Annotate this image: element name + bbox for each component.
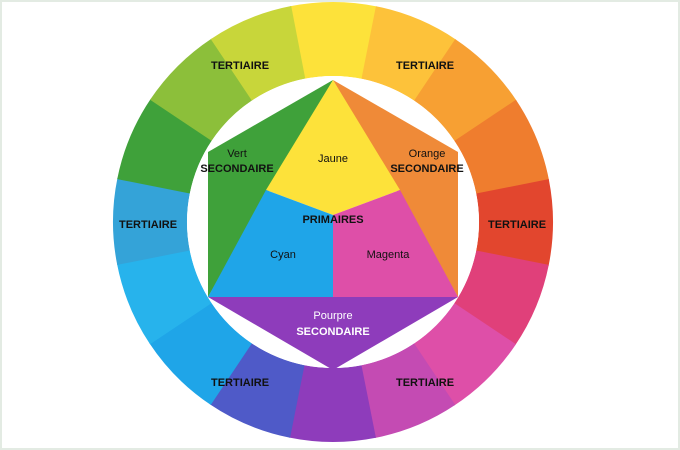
ring-segment-cyan <box>149 302 252 405</box>
tertiaire-label-left: TERTIAIRE <box>119 219 177 231</box>
tertiaire-label-top-left: TERTIAIRE <box>211 60 269 72</box>
primary-jaune-shape <box>266 80 400 215</box>
vert-label: Vert <box>227 148 247 160</box>
ring-segment-vert-clair <box>150 38 253 141</box>
orange-label: Orange <box>409 148 446 160</box>
outer-ring <box>113 2 553 442</box>
orange-secondaire-label: SECONDAIRE <box>390 163 463 175</box>
ring-segment-magenta <box>413 303 516 406</box>
jaune-label: Jaune <box>318 153 348 165</box>
ring-segment-jaune <box>290 2 378 79</box>
vert-secondaire-label: SECONDAIRE <box>200 163 273 175</box>
ring-segment-bleu-vert <box>113 177 190 265</box>
ring-segment-jaune-orange <box>361 6 457 102</box>
ring-segment-rouge <box>476 179 553 267</box>
ring-segment-bleu-pourpre <box>209 342 305 438</box>
magenta-label: Magenta <box>367 249 411 261</box>
tertiaire-label-top-right: TERTIAIRE <box>396 60 454 72</box>
ring-segment-orange <box>414 39 517 142</box>
ring-segment-rouge-magenta <box>453 250 549 346</box>
cyan-label: Cyan <box>270 249 296 261</box>
tertiaire-label-bottom-left: TERTIAIRE <box>211 377 269 389</box>
primary-cyan-shape <box>208 190 333 297</box>
ring-segment-vert-jaune <box>210 6 306 101</box>
ring-segment-pourpre <box>288 365 376 442</box>
ring-segment-orange-rouge <box>454 99 549 195</box>
ring-segment-magenta-pourpre <box>360 343 456 438</box>
pourpre-label: Pourpre <box>313 310 352 322</box>
primaires-label: PRIMAIRES <box>302 214 363 226</box>
pourpre-secondaire-label: SECONDAIRE <box>296 326 369 338</box>
primary-magenta-shape <box>333 190 458 297</box>
tertiaire-label-bottom-right: TERTIAIRE <box>396 377 454 389</box>
tertiaire-label-right: TERTIAIRE <box>488 219 546 231</box>
secondary-pourpre-triangle <box>208 297 458 370</box>
ring-segment-vert <box>117 98 213 194</box>
ring-segment-cyan-clair <box>117 249 212 345</box>
